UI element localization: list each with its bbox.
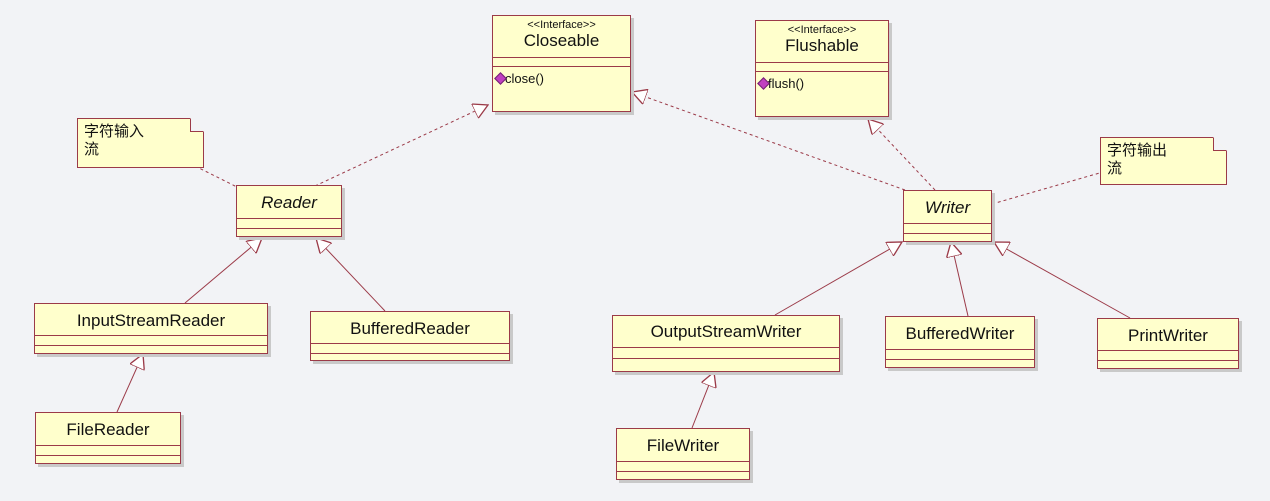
flushable-interface: <<Interface>> Flushable flush() <box>755 20 889 117</box>
fr-operations-compartment <box>36 455 180 456</box>
fr-extends-isr <box>116 354 143 413</box>
osw-extends-writer <box>774 242 902 316</box>
reader-note: 字符输入 流 <box>77 118 204 168</box>
fw-operations-compartment <box>617 471 749 472</box>
file-reader-class: FileReader <box>35 412 181 464</box>
osw-attributes-compartment <box>613 347 839 358</box>
pw-extends-writer <box>994 242 1131 319</box>
writer-note-line1: 字符输出 <box>1107 141 1168 159</box>
pw-operations-compartment <box>1098 360 1238 361</box>
bw-attributes-compartment <box>886 349 1034 359</box>
buffered-reader-class: BufferedReader <box>310 311 510 361</box>
flushable-attributes-compartment <box>756 62 888 71</box>
closeable-stereotype: <<Interface>> <box>527 19 596 31</box>
writer-name: Writer <box>924 198 971 217</box>
writer-class: Writer <box>903 190 992 242</box>
writer-note-line2: 流 <box>1107 159 1123 177</box>
reader-realizes-closeable <box>314 105 488 187</box>
isr-extends-reader <box>184 238 262 304</box>
writer-operations-compartment <box>904 233 991 234</box>
close-operation-label: close() <box>505 71 545 86</box>
osw-operations-compartment <box>613 358 839 359</box>
reader-note-anchor <box>194 165 238 188</box>
reader-attributes-compartment <box>237 218 341 228</box>
print-writer-class: PrintWriter <box>1097 318 1239 369</box>
output-stream-writer-class: OutputStreamWriter <box>612 315 840 372</box>
bw-operations-compartment <box>886 359 1034 360</box>
closeable-attributes-compartment <box>493 57 630 66</box>
closeable-operations-compartment: close() <box>493 66 630 86</box>
writer-realizes-closeable <box>632 92 906 191</box>
bw-extends-writer <box>951 242 969 317</box>
reader-operations-compartment <box>237 228 341 229</box>
writer-realizes-flushable <box>868 119 936 191</box>
fw-attributes-compartment <box>617 461 749 471</box>
flush-operation-label: flush() <box>768 76 805 91</box>
fw-extends-osw <box>691 372 714 429</box>
file-writer-class: FileWriter <box>616 428 750 480</box>
file-reader-name: FileReader <box>66 420 150 439</box>
closeable-name: Closeable <box>523 31 600 50</box>
isr-attributes-compartment <box>35 335 267 345</box>
flushable-operation: flush() <box>756 72 888 91</box>
input-stream-reader-name: InputStreamReader <box>76 311 226 330</box>
output-stream-writer-name: OutputStreamWriter <box>650 322 802 341</box>
buffered-writer-class: BufferedWriter <box>885 316 1035 368</box>
br-attributes-compartment <box>311 343 509 353</box>
print-writer-name: PrintWriter <box>1128 326 1208 345</box>
br-operations-compartment <box>311 353 509 354</box>
fr-attributes-compartment <box>36 445 180 455</box>
closeable-operation: close() <box>493 67 630 86</box>
pw-attributes-compartment <box>1098 350 1238 360</box>
buffered-reader-name: BufferedReader <box>350 319 470 338</box>
isr-operations-compartment <box>35 345 267 346</box>
reader-note-line1: 字符输入 <box>84 122 145 140</box>
buffered-writer-name: BufferedWriter <box>905 324 1015 343</box>
reader-name: Reader <box>261 193 317 212</box>
br-extends-reader <box>316 238 386 312</box>
flushable-name: Flushable <box>785 36 859 55</box>
input-stream-reader-class: InputStreamReader <box>34 303 268 354</box>
reader-note-line2: 流 <box>84 140 100 158</box>
reader-class: Reader <box>236 185 342 237</box>
flushable-stereotype: <<Interface>> <box>787 24 857 36</box>
closeable-interface: <<Interface>> Closeable close() <box>492 15 631 112</box>
writer-note: 字符输出 流 <box>1100 137 1227 185</box>
writer-attributes-compartment <box>904 223 991 233</box>
flushable-operations-compartment: flush() <box>756 71 888 91</box>
writer-note-anchor <box>991 171 1104 205</box>
file-writer-name: FileWriter <box>646 436 720 455</box>
